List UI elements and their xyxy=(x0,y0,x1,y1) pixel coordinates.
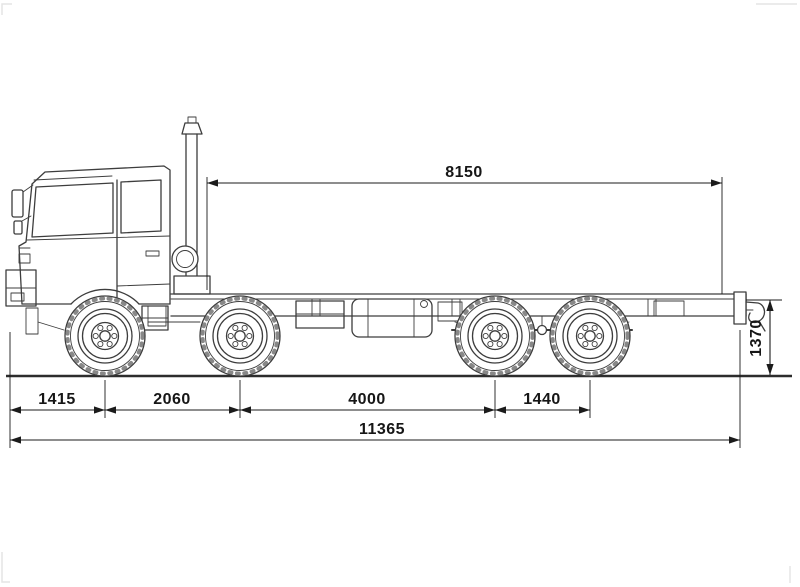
dim-axle2-axle3-label: 4000 xyxy=(348,391,386,408)
dim-axle1-axle2-label: 2060 xyxy=(153,391,191,408)
dim-rear-height: 1370 xyxy=(746,299,782,375)
dimensions: 8150 1370 1415 xyxy=(9,164,782,448)
exhaust-stack xyxy=(171,116,211,295)
fuel-tank xyxy=(351,298,433,338)
dim-axle2-axle3: 4000 xyxy=(240,391,495,414)
spring-bracket xyxy=(147,305,167,327)
tool-box xyxy=(437,301,463,322)
front-mudflap xyxy=(25,307,39,335)
air-cleaner xyxy=(171,245,199,273)
headlight xyxy=(18,253,31,264)
door-window xyxy=(120,179,162,234)
cab xyxy=(5,165,171,335)
dim-overall-length: 11365 xyxy=(10,421,740,444)
mirror-upper xyxy=(11,189,24,218)
front-wheel-arch xyxy=(70,288,140,305)
windshield xyxy=(31,182,114,238)
dim-axle1-axle2: 2060 xyxy=(105,391,240,414)
dim-front-overhang-label: 1415 xyxy=(38,391,76,408)
dim-upper-span-label: 8150 xyxy=(445,164,483,181)
frame-equipment xyxy=(147,298,685,338)
scan-edge-artifacts xyxy=(1,3,797,583)
wheel-axle-1 xyxy=(63,294,147,378)
door-handle xyxy=(145,250,160,257)
dim-rear-height-label: 1370 xyxy=(748,319,765,357)
dim-axle3-axle4: 1440 xyxy=(495,391,590,414)
dim-overall-length-label: 11365 xyxy=(359,421,405,438)
dim-extension-lines xyxy=(9,330,741,448)
dim-upper-span: 8150 xyxy=(206,164,723,294)
dim-axle3-axle4-label: 1440 xyxy=(523,391,561,408)
wheel-axle-4 xyxy=(548,294,632,378)
fuel-filler-cap xyxy=(420,300,428,308)
wheel-axle-3 xyxy=(453,294,537,378)
wheel-axle-2 xyxy=(198,294,282,378)
rear-bracket xyxy=(653,300,685,317)
mirror-lower xyxy=(13,220,23,235)
tow-hook xyxy=(733,291,766,332)
muffler xyxy=(173,275,211,295)
dim-front-overhang: 1415 xyxy=(10,391,105,414)
fog-lamp xyxy=(10,292,25,302)
battery-box xyxy=(295,300,345,329)
